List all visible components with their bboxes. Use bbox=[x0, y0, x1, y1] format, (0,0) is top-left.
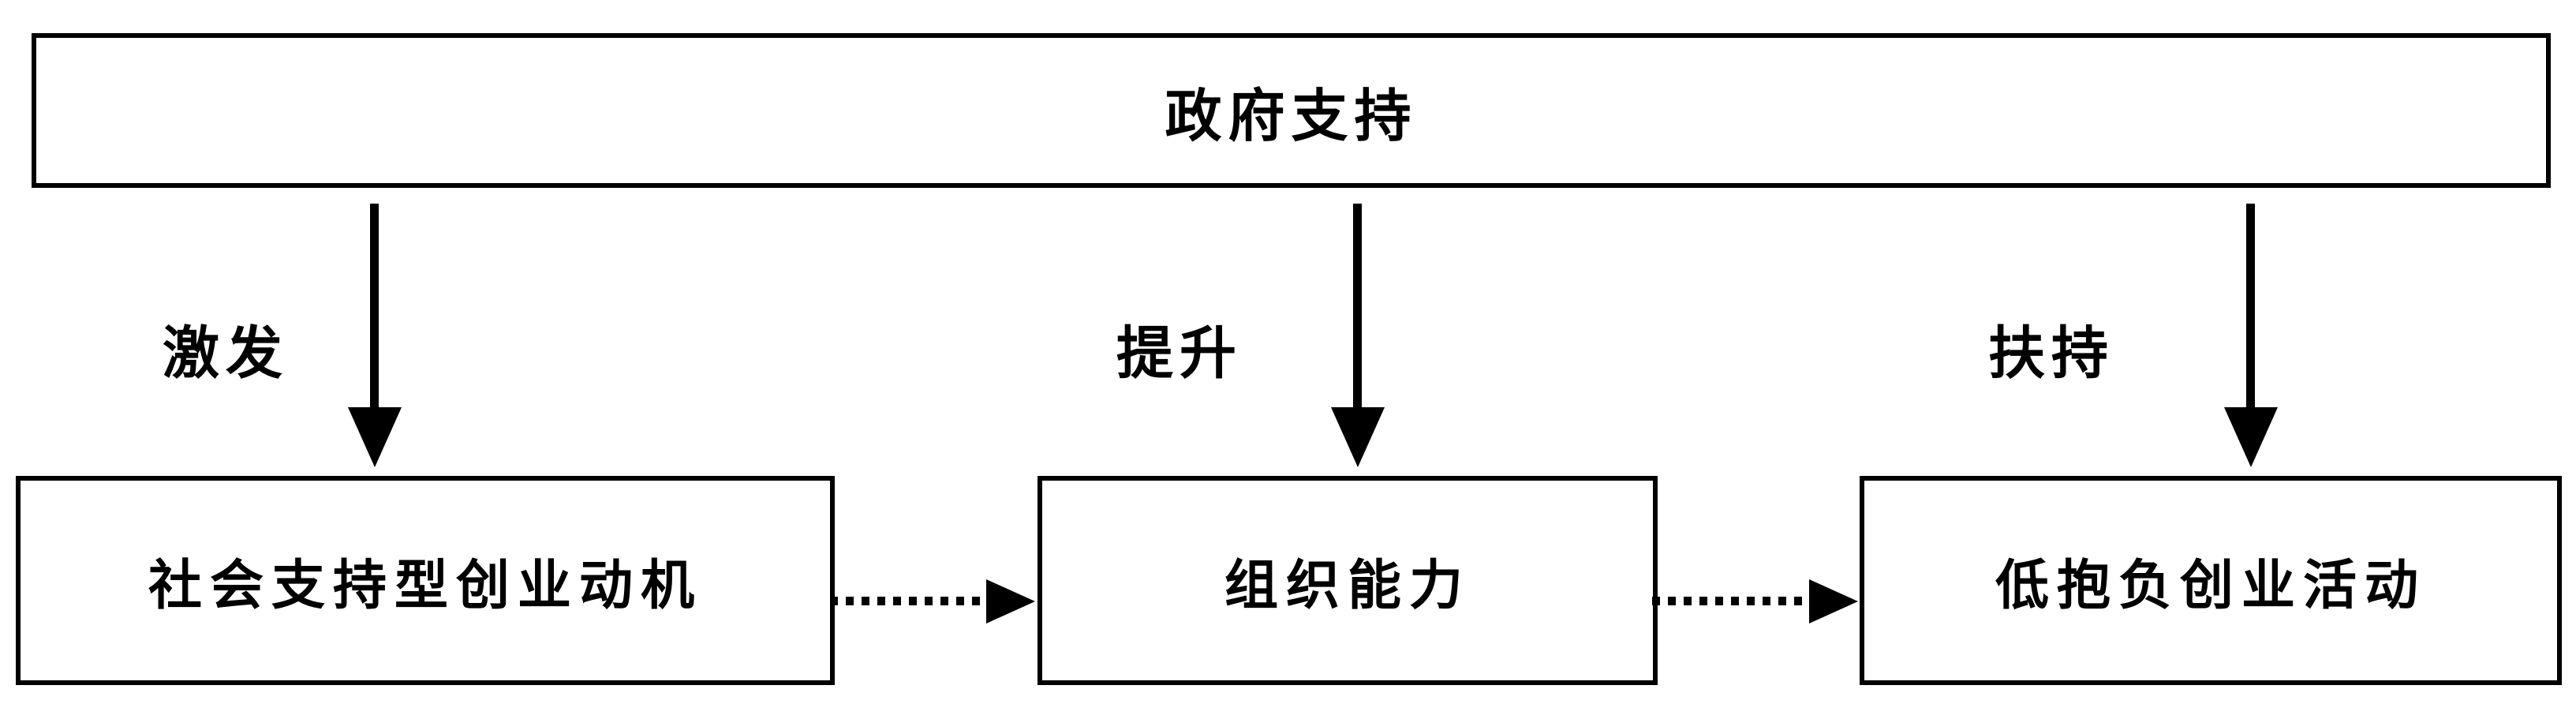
edge-label-support: 扶持 bbox=[1987, 322, 2115, 386]
node-organizational-capability: 组织能力 bbox=[1038, 476, 1658, 685]
node-government-support-label: 政府支持 bbox=[1165, 84, 1418, 148]
node-low-aspiration-activity-label: 低抱负创业活动 bbox=[1995, 556, 2426, 616]
node-social-support-motivation-label: 社会支持型创业动机 bbox=[148, 556, 702, 616]
node-government-support: 政府支持 bbox=[32, 33, 2551, 188]
node-social-support-motivation: 社会支持型创业动机 bbox=[16, 476, 835, 685]
dotted-connector-2 bbox=[1652, 597, 1810, 605]
down-arrow-icon-3 bbox=[2224, 407, 2278, 467]
down-arrow-shaft-1 bbox=[370, 204, 379, 412]
down-arrow-shaft-3 bbox=[2246, 204, 2255, 412]
right-arrow-icon-2 bbox=[1809, 579, 1858, 623]
node-organizational-capability-label: 组织能力 bbox=[1224, 556, 1471, 616]
right-arrow-icon-1 bbox=[986, 579, 1035, 623]
down-arrow-icon-1 bbox=[348, 407, 402, 467]
down-arrow-icon-2 bbox=[1331, 407, 1385, 467]
edge-label-enhance: 提升 bbox=[1116, 322, 1243, 386]
edge-label-stimulate: 激发 bbox=[162, 322, 290, 386]
dotted-connector-1 bbox=[830, 597, 988, 605]
down-arrow-shaft-2 bbox=[1353, 204, 1362, 412]
node-low-aspiration-activity: 低抱负创业活动 bbox=[1860, 476, 2562, 685]
